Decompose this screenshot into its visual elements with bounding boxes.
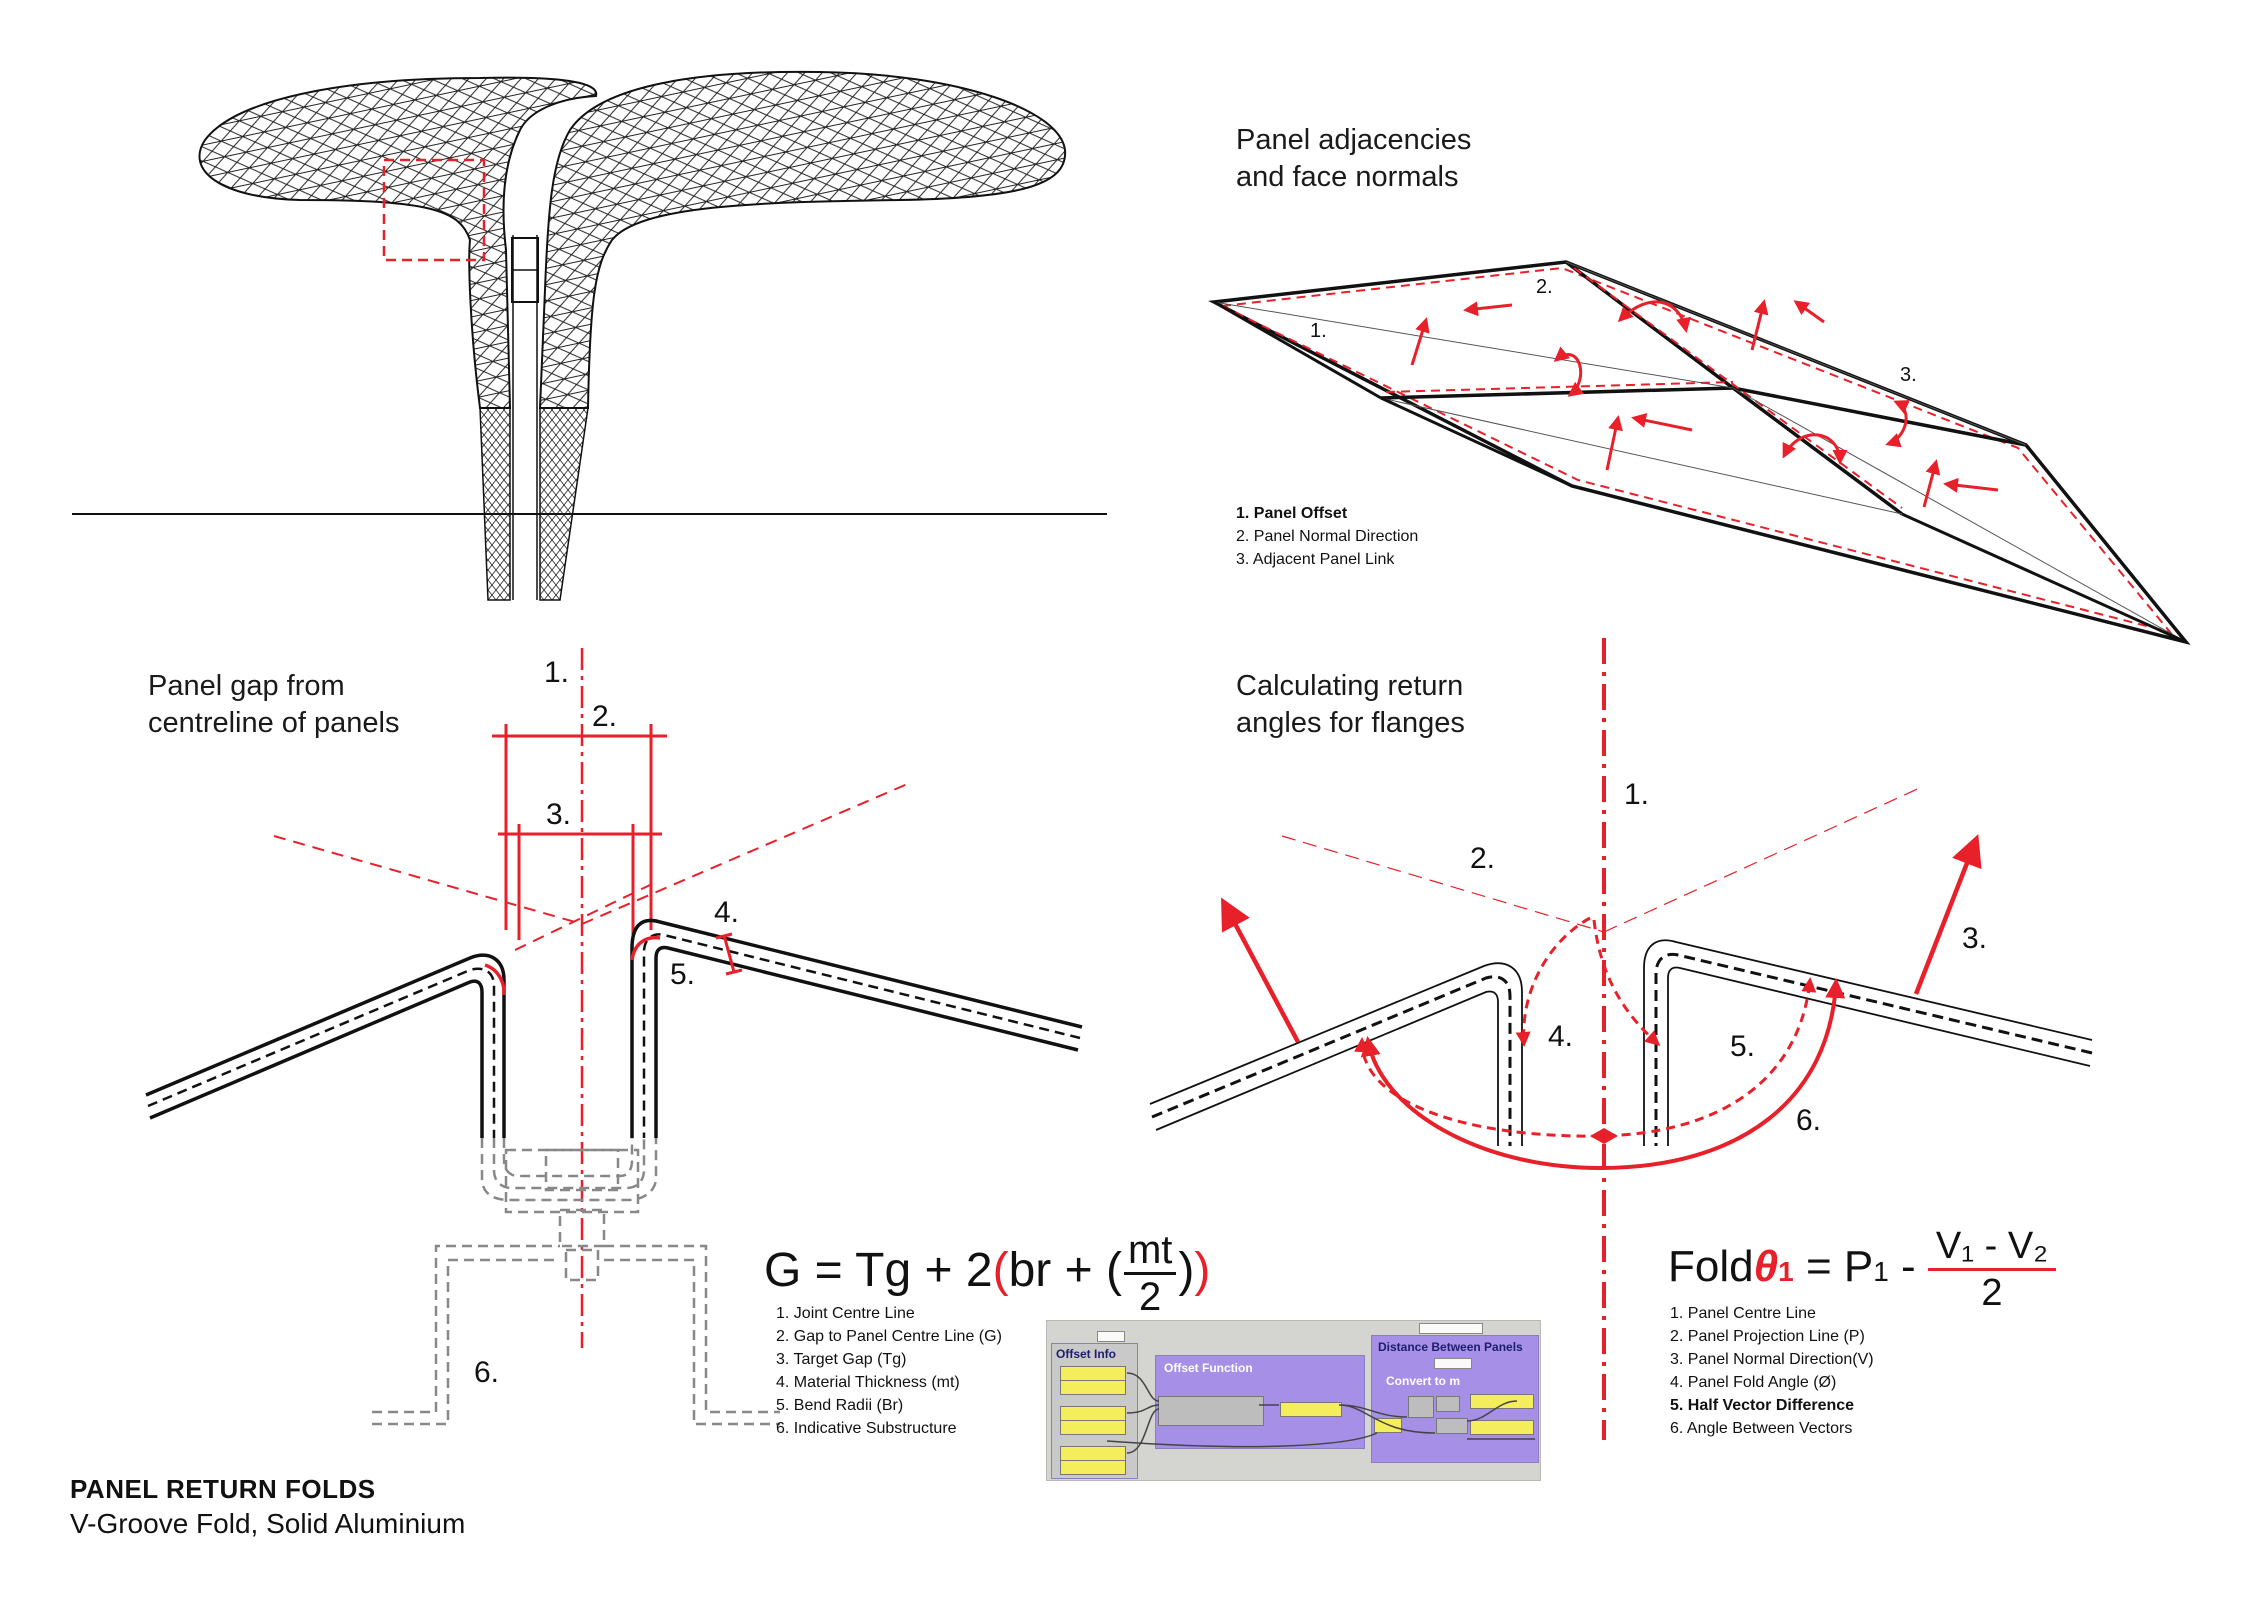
formula-inner-close: ): [1178, 1244, 1195, 1298]
gh-panel-tag: [1419, 1323, 1483, 1334]
gap-label-3: 3.: [546, 798, 572, 831]
gh-node: [1280, 1402, 1342, 1417]
fold-equals: = P: [1793, 1242, 1874, 1292]
angle-legend-item: 5. Half Vector Difference: [1670, 1397, 1855, 1414]
adjacency-label-1: 1.: [1310, 320, 1327, 342]
gh-convert-label: Convert to m: [1386, 1374, 1461, 1388]
gap-heading-line1: Panel gap from: [148, 670, 345, 702]
angle-legend-item: 6. Angle Between Vectors: [1670, 1420, 1853, 1437]
gap-label-6: 6.: [474, 1356, 500, 1389]
fold-minus: -: [1888, 1242, 1928, 1292]
gap-legend-item: 3. Target Gap (Tg): [776, 1351, 907, 1368]
fold-prefix: Fold: [1668, 1242, 1754, 1292]
formula-close-paren: ): [1194, 1244, 1211, 1298]
adjacency-legend-item: 3. Adjacent Panel Link: [1236, 551, 1395, 568]
gh-expression-component: [1158, 1396, 1264, 1426]
adjacency-heading-line1: Panel adjacencies: [1236, 124, 1472, 156]
footer-title: PANEL RETURN FOLDS: [70, 1474, 376, 1504]
gap-legend-item: 1. Joint Centre Line: [776, 1305, 915, 1322]
gap-label-5: 5.: [670, 958, 696, 991]
gap-legend-item: 2. Gap to Panel Centre Line (G): [776, 1328, 1002, 1345]
gh-node: [1470, 1394, 1534, 1409]
fold-numerator: V₁ - V₂: [1927, 1224, 2056, 1271]
gh-distance-label: Distance Between Panels: [1378, 1340, 1523, 1354]
gap-label-1: 1.: [544, 656, 570, 689]
gh-node: [1060, 1460, 1126, 1475]
return-angle-diagram: [1149, 638, 2093, 1440]
formula-mid: br + (: [1008, 1244, 1122, 1298]
fold-denominator: 2: [1981, 1272, 2003, 1314]
grasshopper-canvas: Offset Info Offset Function Distance Bet…: [1046, 1320, 1541, 1481]
angle-label-4: 4.: [1548, 1020, 1574, 1053]
gh-component: [1436, 1418, 1468, 1434]
gh-node: [1060, 1420, 1126, 1435]
gh-component: [1436, 1396, 1460, 1412]
gh-group-distance: Distance Between Panels Convert to m: [1371, 1335, 1539, 1463]
gap-heading-line2: centreline of panels: [148, 707, 400, 739]
angle-legend-item: 3. Panel Normal Direction(V): [1670, 1351, 1874, 1368]
adjacency-legend-item: 1. Panel Offset: [1236, 505, 1348, 522]
gh-group-offset-function: Offset Function: [1155, 1355, 1365, 1449]
angle-legend-item: 2. Panel Projection Line (P): [1670, 1328, 1865, 1345]
fold-theta: θ: [1753, 1242, 1779, 1292]
formula-lhs: G = Tg + 2: [764, 1244, 993, 1298]
angle-label-1: 1.: [1624, 778, 1650, 811]
formula-denominator: 2: [1139, 1275, 1162, 1319]
gh-component: [1408, 1396, 1434, 1418]
gap-legend-item: 4. Material Thickness (mt): [776, 1374, 960, 1391]
gap-legend-item: 5. Bend Radii (Br): [776, 1397, 904, 1414]
angle-heading-line2: angles for flanges: [1236, 707, 1465, 739]
gap-label-4: 4.: [714, 896, 740, 929]
angle-label-5: 5.: [1730, 1030, 1756, 1063]
footer-subtitle: V-Groove Fold, Solid Aluminium: [70, 1508, 466, 1539]
angle-label-6: 6.: [1796, 1104, 1822, 1137]
angle-legend-item: 4. Panel Fold Angle (Ø): [1670, 1374, 1837, 1391]
gh-panel-tag: [1434, 1358, 1472, 1369]
gh-offset-info-label: Offset Info: [1056, 1347, 1116, 1361]
gap-legend: 1. Joint Centre Line 2. Gap to Panel Cen…: [776, 1302, 1002, 1440]
angle-heading-line1: Calculating return: [1236, 670, 1464, 702]
adjacency-legend-item: 2. Panel Normal Direction: [1236, 528, 1419, 545]
fold-theta-sub: 1: [1778, 1256, 1794, 1288]
gap-legend-item: 6. Indicative Substructure: [776, 1420, 957, 1437]
gh-panel-tag: [1097, 1331, 1125, 1342]
adjacency-label-2: 2.: [1536, 276, 1553, 298]
panel-gap-diagram: [145, 648, 1083, 1426]
angle-legend: 1. Panel Centre Line 2. Panel Projection…: [1670, 1302, 1874, 1440]
formula-open-paren: (: [992, 1244, 1009, 1298]
panel-adjacency-diagram: [1208, 260, 2191, 645]
gh-group-offset-info: Offset Info: [1051, 1343, 1138, 1479]
adjacency-heading-line2: and face normals: [1236, 161, 1459, 193]
gh-wires: [1106, 1372, 1535, 1454]
gap-label-2: 2.: [592, 700, 618, 733]
gh-offset-function-label: Offset Function: [1164, 1361, 1253, 1375]
canopy-elevation: [72, 70, 1107, 601]
adjacency-legend: 1. Panel Offset 2. Panel Normal Directio…: [1236, 502, 1418, 571]
gh-node: [1060, 1380, 1126, 1395]
adjacency-label-3: 3.: [1900, 364, 1917, 386]
angle-legend-item: 1. Panel Centre Line: [1670, 1305, 1816, 1322]
fold-p-sub: 1: [1873, 1256, 1889, 1288]
angle-label-3: 3.: [1962, 922, 1988, 955]
angle-label-2: 2.: [1470, 842, 1496, 875]
gh-node: [1470, 1420, 1534, 1435]
formula-numerator: mt: [1123, 1228, 1177, 1275]
